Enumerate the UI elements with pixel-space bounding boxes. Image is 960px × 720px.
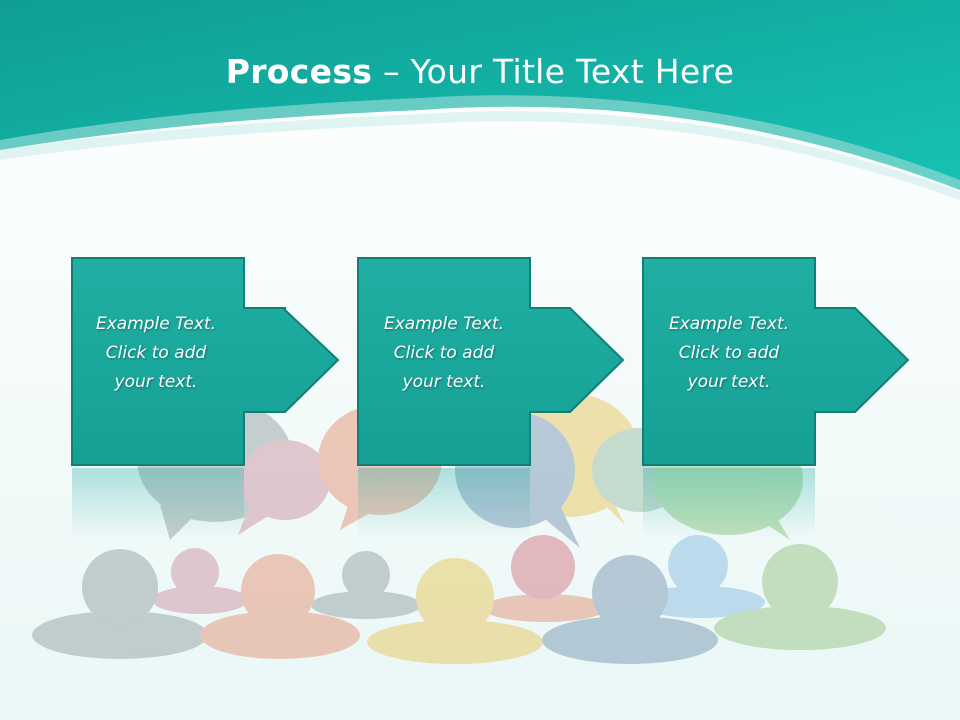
step-reflections: [72, 468, 815, 538]
slide-title[interactable]: Process – Your Title Text Here: [0, 52, 960, 91]
process-step-1[interactable]: [71, 257, 340, 466]
step-2-text[interactable]: Example Text. Click to add your text.: [383, 314, 505, 392]
title-rest: – Your Title Text Here: [372, 52, 735, 91]
process-step-2[interactable]: [357, 257, 625, 466]
step-1-text[interactable]: Example Text. Click to add your text.: [95, 314, 217, 392]
people-icon: [32, 535, 886, 664]
process-step-3[interactable]: [642, 257, 910, 466]
header-band: [0, 0, 960, 190]
step-3-text[interactable]: Example Text. Click to add your text.: [668, 314, 790, 392]
title-bold: Process: [225, 52, 373, 91]
